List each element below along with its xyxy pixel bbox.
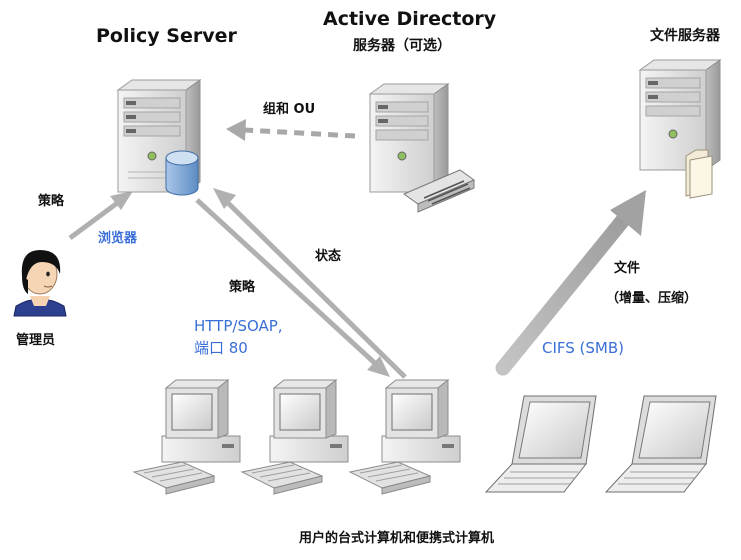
file-server-title: 文件服务器 [650, 28, 720, 44]
policy-to-client-arrow [195, 198, 390, 377]
file-label: 文件 [614, 261, 641, 276]
user-icon [13, 250, 67, 317]
client-to-file-arrow [495, 190, 646, 376]
admin-policy-label: 策略 [38, 194, 65, 209]
port-label: 端口 80 [194, 339, 248, 357]
desktop-icon [161, 378, 241, 463]
ad-subtitle: 服务器（可选） [353, 38, 451, 54]
folder-icon [685, 149, 713, 199]
database-icon [165, 150, 199, 196]
browser-label: 浏览器 [98, 231, 138, 246]
desktop-icon [269, 378, 349, 463]
admin-to-policy-arrow [68, 191, 133, 241]
laptop-icon [484, 395, 597, 493]
status-label: 状态 [315, 249, 342, 264]
ad-server-icon [368, 83, 450, 193]
drive-bay-icon [402, 169, 476, 213]
policy-label: 策略 [229, 280, 256, 295]
incremental-label: （增量、压缩） [606, 291, 698, 306]
desktop-icon [381, 378, 461, 463]
clients-label: 用户的台式计算机和便携式计算机 [299, 531, 495, 546]
status-arrow [213, 188, 407, 379]
laptop-icon [604, 395, 717, 493]
groups-ou-label: 组和 OU [263, 102, 316, 117]
cifs-label: CIFS (SMB) [542, 339, 625, 357]
keyboard-icon [348, 461, 432, 495]
ad-title: Active Directory [323, 8, 497, 30]
http-soap-label: HTTP/SOAP, [194, 317, 283, 335]
admin-label: 管理员 [16, 333, 56, 348]
policy-server-title: Policy Server [96, 25, 237, 47]
ad-to-policy-arrow [226, 119, 356, 141]
keyboard-icon [240, 461, 324, 495]
keyboard-icon [132, 461, 216, 495]
